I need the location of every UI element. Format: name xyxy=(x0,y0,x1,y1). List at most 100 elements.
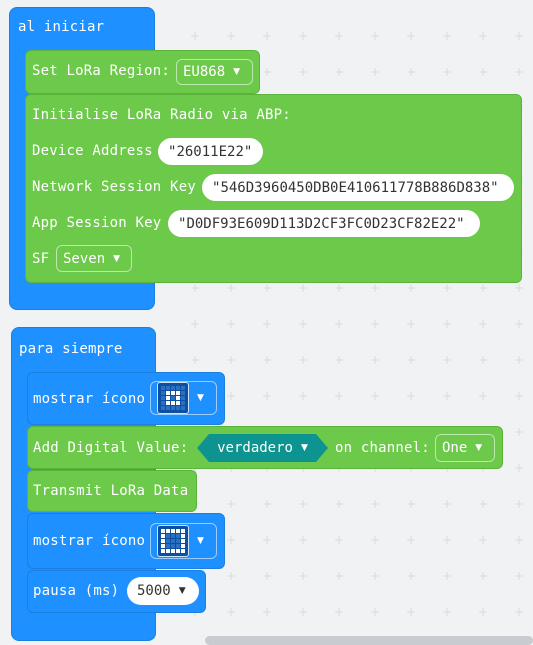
grid-plus-marker: + xyxy=(478,497,489,511)
sf-label: SF xyxy=(32,251,50,267)
grid-plus-marker: + xyxy=(262,569,273,583)
chevron-down-icon: ▼ xyxy=(475,443,483,453)
channel-dropdown[interactable]: One ▼ xyxy=(435,434,495,462)
grid-plus-marker: + xyxy=(334,605,345,619)
region-dropdown[interactable]: EU868 ▼ xyxy=(176,59,253,85)
led-pixel xyxy=(171,549,175,553)
grid-plus-marker: + xyxy=(406,281,417,295)
grid-plus-marker: + xyxy=(226,389,237,403)
led-pixel xyxy=(166,549,170,553)
transmit-lora-data-block[interactable] xyxy=(27,470,197,512)
led-pixel xyxy=(161,544,165,548)
horizontal-scrollbar[interactable] xyxy=(205,636,533,645)
grid-plus-marker: + xyxy=(478,317,489,331)
grid-plus-marker: + xyxy=(226,281,237,295)
grid-plus-marker: + xyxy=(262,497,273,511)
set-lora-region-block[interactable] xyxy=(25,50,260,94)
led-pixel xyxy=(171,534,175,538)
pause-value: 5000 xyxy=(137,583,171,599)
grid-plus-marker: + xyxy=(514,497,525,511)
grid-plus-marker: + xyxy=(298,65,309,79)
grid-plus-marker: + xyxy=(226,317,237,331)
grid-plus-marker: + xyxy=(298,533,309,547)
chevron-down-icon: ▼ xyxy=(178,586,186,596)
grid-plus-marker: + xyxy=(514,389,525,403)
show-icon-block-2[interactable] xyxy=(27,513,225,569)
pause-label: pausa (ms) xyxy=(33,583,120,599)
grid-plus-marker: + xyxy=(226,497,237,511)
grid-plus-marker: + xyxy=(406,29,417,43)
led-pixel xyxy=(161,529,165,533)
grid-plus-marker: + xyxy=(442,569,453,583)
grid-plus-marker: + xyxy=(442,281,453,295)
led-pixel xyxy=(176,406,180,410)
led-pixel xyxy=(171,386,175,390)
led-pixel xyxy=(176,391,180,395)
grid-plus-marker: + xyxy=(298,569,309,583)
transmit-lora-data-label: Transmit LoRa Data xyxy=(33,483,189,499)
grid-plus-marker: + xyxy=(514,569,525,583)
led-pixel xyxy=(166,401,170,405)
app-session-key-label: App Session Key xyxy=(32,215,162,231)
network-session-key-input[interactable]: "546D3960450DB0E410611778B886D838" xyxy=(202,174,514,201)
led-pixel xyxy=(176,539,180,543)
app-session-key-input[interactable]: "D0DF93E609D113D2CF3FC0D23CF82E22" xyxy=(168,210,480,237)
grid-plus-marker: + xyxy=(298,497,309,511)
grid-plus-marker: + xyxy=(514,533,525,547)
open-quote: " xyxy=(212,179,221,196)
chevron-down-icon: ▼ xyxy=(300,443,308,453)
grid-plus-marker: + xyxy=(478,281,489,295)
led-pixel xyxy=(161,386,165,390)
led-pixel xyxy=(171,539,175,543)
icon-picker-2[interactable]: ▼ xyxy=(150,523,217,559)
sf-dropdown[interactable]: Seven ▼ xyxy=(56,245,132,272)
grid-plus-marker: + xyxy=(406,605,417,619)
close-quote: " xyxy=(456,215,465,232)
boolean-dropdown[interactable]: verdadero ▼ xyxy=(197,434,328,462)
grid-plus-marker: + xyxy=(370,389,381,403)
led-pixel xyxy=(181,544,185,548)
device-address-label: Device Address xyxy=(32,143,153,159)
grid-plus-marker: + xyxy=(478,533,489,547)
led-pixel xyxy=(176,534,180,538)
chevron-down-icon: ▼ xyxy=(233,67,241,77)
grid-plus-marker: + xyxy=(406,317,417,331)
led-pixel xyxy=(166,539,170,543)
led-pixel xyxy=(161,396,165,400)
grid-plus-marker: + xyxy=(442,497,453,511)
led-pixel xyxy=(181,406,185,410)
grid-plus-marker: + xyxy=(226,533,237,547)
led-pixel xyxy=(166,534,170,538)
led-icon-small-square xyxy=(157,382,189,414)
led-pixel xyxy=(181,386,185,390)
grid-plus-marker: + xyxy=(334,569,345,583)
grid-plus-marker: + xyxy=(370,569,381,583)
grid-plus-marker: + xyxy=(262,389,273,403)
grid-plus-marker: + xyxy=(370,497,381,511)
grid-plus-marker: + xyxy=(262,281,273,295)
device-address-input[interactable]: "26011E22" xyxy=(158,138,263,165)
show-icon-block[interactable] xyxy=(27,372,225,425)
grid-plus-marker: + xyxy=(334,29,345,43)
init-lora-abp-label: Initialise LoRa Radio via ABP: xyxy=(32,107,291,123)
led-pixel xyxy=(176,386,180,390)
grid-plus-marker: + xyxy=(370,605,381,619)
pause-dropdown[interactable]: 5000 ▼ xyxy=(127,577,199,605)
grid-plus-marker: + xyxy=(262,533,273,547)
grid-plus-marker: + xyxy=(478,389,489,403)
led-pixel xyxy=(181,396,185,400)
grid-plus-marker: + xyxy=(298,281,309,295)
led-pixel xyxy=(176,396,180,400)
led-pixel xyxy=(166,386,170,390)
led-pixel xyxy=(166,391,170,395)
led-pixel xyxy=(161,391,165,395)
grid-plus-marker: + xyxy=(514,425,525,439)
icon-picker-1[interactable]: ▼ xyxy=(150,381,217,415)
grid-plus-marker: + xyxy=(514,317,525,331)
region-value: EU868 xyxy=(183,64,226,80)
led-pixel xyxy=(166,406,170,410)
led-pixel xyxy=(161,549,165,553)
network-session-key-label: Network Session Key xyxy=(32,179,196,195)
led-pixel xyxy=(171,544,175,548)
grid-plus-marker: + xyxy=(478,65,489,79)
